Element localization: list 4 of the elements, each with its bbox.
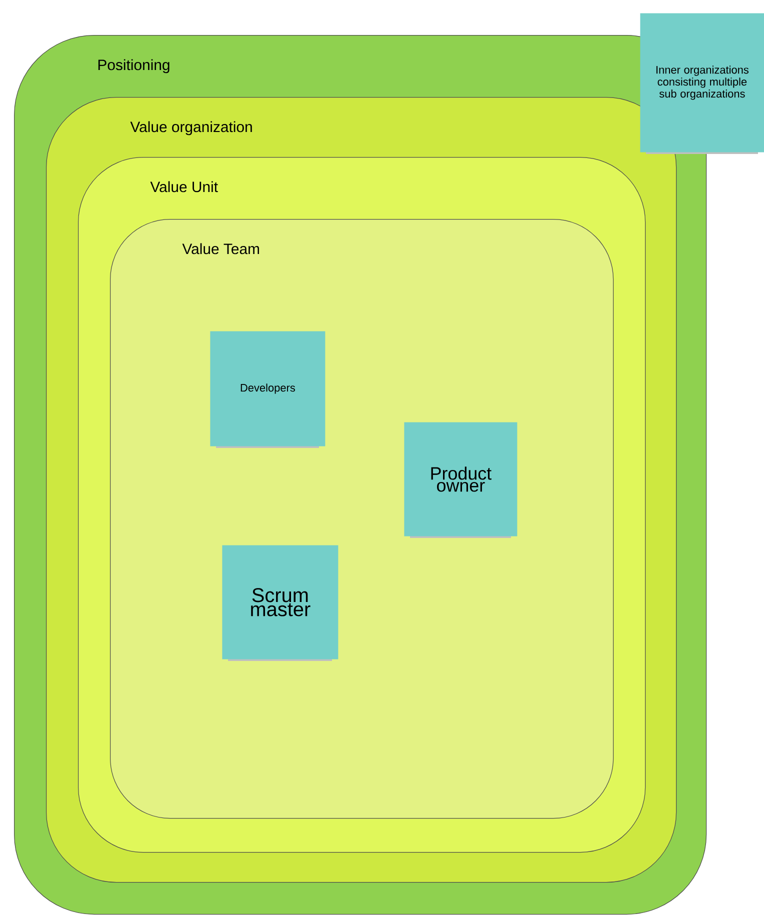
sticky-note: Product owner (404, 422, 518, 538)
sticky-note: Scrum master (222, 545, 338, 661)
sticky-note: Developers (210, 331, 326, 448)
sticky-note: Inner organizations consisting multiple sub organizations (640, 13, 764, 154)
